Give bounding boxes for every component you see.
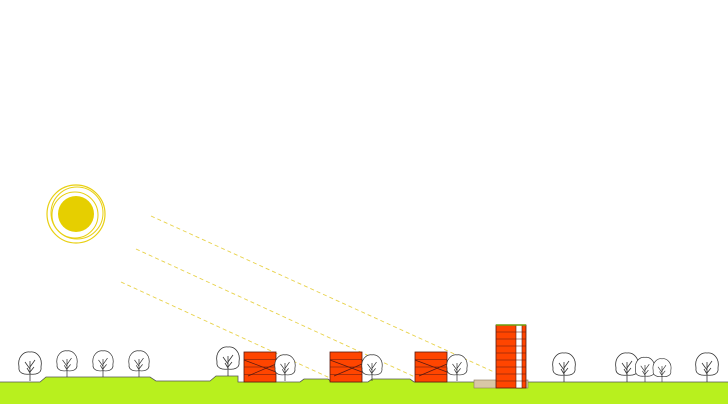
tree-icon bbox=[361, 354, 383, 381]
tree-icon bbox=[695, 352, 719, 382]
shadow-line bbox=[243, 359, 277, 373]
low-block-3 bbox=[414, 351, 448, 383]
ground-fill bbox=[0, 376, 728, 404]
shadow-line bbox=[418, 363, 448, 377]
sun-icon bbox=[46, 184, 106, 244]
sun-ring-mid bbox=[50, 186, 104, 240]
shadow-line bbox=[329, 359, 363, 373]
tower-core bbox=[515, 324, 523, 389]
shadow-line bbox=[247, 363, 277, 377]
tree-icon bbox=[446, 354, 468, 381]
tree-icon bbox=[274, 354, 296, 381]
sun-ring-outer bbox=[46, 184, 106, 244]
tree-icon bbox=[56, 350, 78, 377]
floor-lines bbox=[243, 359, 277, 377]
buildings bbox=[243, 324, 529, 389]
tower bbox=[495, 324, 527, 389]
floor-lines bbox=[496, 324, 526, 382]
floor-lines bbox=[414, 359, 448, 377]
ground bbox=[0, 375, 728, 404]
sun-disc bbox=[58, 196, 94, 232]
shadow-line bbox=[414, 359, 448, 373]
tree-icon bbox=[92, 350, 114, 377]
low-block-2 bbox=[329, 351, 363, 383]
tree-icon bbox=[216, 346, 240, 376]
tree-icon bbox=[635, 356, 655, 382]
tree-icon bbox=[128, 350, 150, 377]
low-block-1 bbox=[243, 351, 277, 383]
trees bbox=[18, 346, 719, 382]
tree-icon bbox=[615, 352, 639, 382]
sun-ray-1 bbox=[150, 215, 495, 373]
shadow-line bbox=[333, 363, 363, 377]
tree-icon bbox=[18, 351, 42, 381]
tree-icon bbox=[552, 352, 576, 382]
sun-ring-inner bbox=[51, 191, 99, 239]
floor-lines bbox=[329, 359, 363, 377]
tree-icon bbox=[652, 358, 672, 382]
